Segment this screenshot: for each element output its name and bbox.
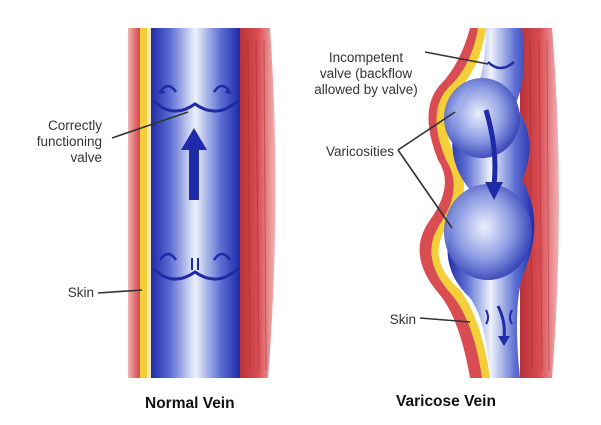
- normal-flow-arrow: [181, 128, 207, 200]
- normal-upper-valve: [151, 98, 240, 113]
- normal-lower-valve: [151, 266, 240, 281]
- normal-valve-label: Correctly functioning valve: [36, 118, 102, 165]
- normal-skin-leader: [97, 289, 143, 294]
- varicose-skin-leader: [419, 317, 471, 323]
- normal-vein-caption: Normal Vein: [145, 395, 235, 412]
- normal-vein-tube: [151, 28, 240, 378]
- varicosities-leader-lower: [397, 149, 453, 229]
- normal-skin-label: Skin: [67, 285, 94, 300]
- normal-vein-illustration: [128, 28, 276, 378]
- normal-skin-layer: [140, 28, 147, 378]
- varicose-flow-arrow: [483, 109, 498, 186]
- incompetent-valve-label: Incompetent valve (backflow allowed by v…: [314, 50, 418, 97]
- varicose-skin-label: Skin: [389, 312, 416, 327]
- varicose-vein-caption: Varicose Vein: [396, 393, 496, 410]
- incompetent-valve-leader: [424, 51, 489, 65]
- varicosities-label: Varicosities: [325, 144, 394, 159]
- normal-valve-leader: [111, 111, 189, 139]
- varicose-vein-illustration: [419, 28, 559, 378]
- varicose-right-muscle: [520, 28, 559, 378]
- incompetent-valve: [487, 61, 515, 70]
- varicosities-leader-upper: [397, 111, 456, 151]
- upper-varicosity: [444, 78, 520, 158]
- lower-varicosity: [444, 184, 532, 280]
